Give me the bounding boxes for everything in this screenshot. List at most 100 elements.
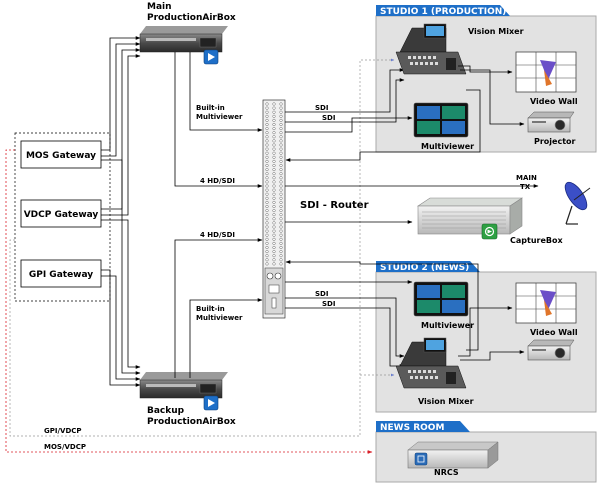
- router-label: SDI - Router: [300, 200, 369, 211]
- builtin-top-label-2: Multiviewer: [196, 113, 243, 121]
- router-port: [279, 159, 283, 163]
- router-port: [265, 106, 269, 110]
- main-airbox-subtitle: ProductionAirBox: [147, 13, 236, 23]
- vdcp-gateway-box: [20, 199, 102, 228]
- router-port: [265, 196, 269, 200]
- router-port: [279, 168, 283, 172]
- router-port: [272, 147, 276, 151]
- main-tx-label-1: MAIN: [516, 174, 537, 182]
- router-port: [272, 135, 276, 139]
- router-port: [265, 127, 269, 131]
- mixer-to-wall-link: [458, 65, 513, 74]
- router-port: [265, 192, 269, 196]
- router-port: [265, 172, 269, 176]
- router-port: [265, 131, 269, 135]
- router-port: [272, 229, 276, 233]
- router-port: [272, 233, 276, 237]
- studio1-video-wall-label: Video Wall: [530, 97, 578, 106]
- router-port: [279, 131, 283, 135]
- capturebox: CaptureBox: [417, 197, 563, 245]
- router-port: [279, 200, 283, 204]
- builtin-top-label-1: Built-in: [196, 104, 225, 112]
- control-links: GPI/VDCP MOS/VDCP: [5, 58, 395, 454]
- router-port: [265, 180, 269, 184]
- gpi-gateway-box: [20, 259, 102, 288]
- sdi-label-4: SDI: [322, 300, 335, 308]
- router-port: [279, 106, 283, 110]
- router-port: [265, 250, 269, 254]
- router-port: [265, 118, 269, 122]
- studio2-vision-mixer: Vision Mixer: [395, 337, 474, 406]
- router-port: [272, 209, 276, 213]
- builtin-bottom-label-1: Built-in: [196, 305, 225, 313]
- router-port: [272, 172, 276, 176]
- router-port: [279, 163, 283, 167]
- studio1-banner: STUDIO 1 (PRODUCTION): [380, 7, 506, 17]
- router-port: [272, 163, 276, 167]
- router-port: [265, 241, 269, 245]
- router-port: [272, 159, 276, 163]
- router-port: [265, 139, 269, 143]
- router-port: [272, 213, 276, 217]
- studio2-projector: [527, 339, 575, 361]
- router-port: [279, 143, 283, 147]
- backup-airbox-title: Backup: [147, 406, 185, 416]
- router-port: [272, 262, 276, 266]
- main-tx-label-2: TX: [520, 183, 531, 191]
- router-ports: [265, 102, 283, 266]
- router-port: [279, 196, 283, 200]
- router-port: [272, 151, 276, 155]
- router-port: [279, 147, 283, 151]
- router-port: [279, 188, 283, 192]
- mixer2-to-wall-link: [458, 306, 513, 357]
- router-port: [265, 262, 269, 266]
- router-port: [279, 118, 283, 122]
- sdi-label-2: SDI: [322, 114, 335, 122]
- router-port: [279, 229, 283, 233]
- studio1-multiviewer: Multiviewer: [413, 102, 474, 151]
- router-port: [279, 221, 283, 225]
- airbox-play-icon: [203, 395, 219, 411]
- router-port: [265, 237, 269, 241]
- sdi-router: SDI - Router: [262, 99, 369, 319]
- router-port: [265, 168, 269, 172]
- capturebox-label: CaptureBox: [510, 236, 563, 245]
- router-port: [265, 258, 269, 262]
- router-port: [279, 262, 283, 266]
- studio2-multiviewer: Multiviewer: [413, 281, 474, 330]
- router-port: [272, 188, 276, 192]
- router-port: [265, 254, 269, 258]
- nrcs-icon: [414, 452, 428, 466]
- backup-airbox-subtitle: ProductionAirBox: [147, 417, 236, 427]
- newsroom-banner: NEWS ROOM: [380, 423, 444, 433]
- router-port: [265, 245, 269, 249]
- router-port: [279, 155, 283, 159]
- gateway-group: MOS Gateway VDCP Gateway GPI Gateway: [14, 132, 111, 302]
- router-port: [265, 184, 269, 188]
- airbox-play-icon: [203, 49, 219, 65]
- router-port: [265, 135, 269, 139]
- studio1-vision-mixer-label: Vision Mixer: [468, 27, 524, 36]
- router-port: [272, 106, 276, 110]
- studio1-video-wall: Video Wall: [515, 51, 578, 106]
- router-port: [272, 168, 276, 172]
- router-port: [279, 241, 283, 245]
- router-port: [265, 159, 269, 163]
- router-port: [279, 151, 283, 155]
- hd-sdi-bottom-label: 4 HD/SDI: [200, 231, 235, 239]
- router-port: [272, 217, 276, 221]
- router-port: [265, 229, 269, 233]
- router-port: [279, 135, 283, 139]
- router-port: [265, 143, 269, 147]
- router-port: [272, 180, 276, 184]
- router-port: [272, 221, 276, 225]
- router-port: [272, 250, 276, 254]
- router-port: [279, 102, 283, 106]
- router-port: [265, 209, 269, 213]
- router-port: [265, 213, 269, 217]
- gpi-vdcp-label: GPI/VDCP: [44, 427, 82, 435]
- studio1-multiviewer-label: Multiviewer: [421, 142, 474, 151]
- router-port: [272, 176, 276, 180]
- router-port: [265, 233, 269, 237]
- nrcs-label: NRCS: [434, 468, 459, 477]
